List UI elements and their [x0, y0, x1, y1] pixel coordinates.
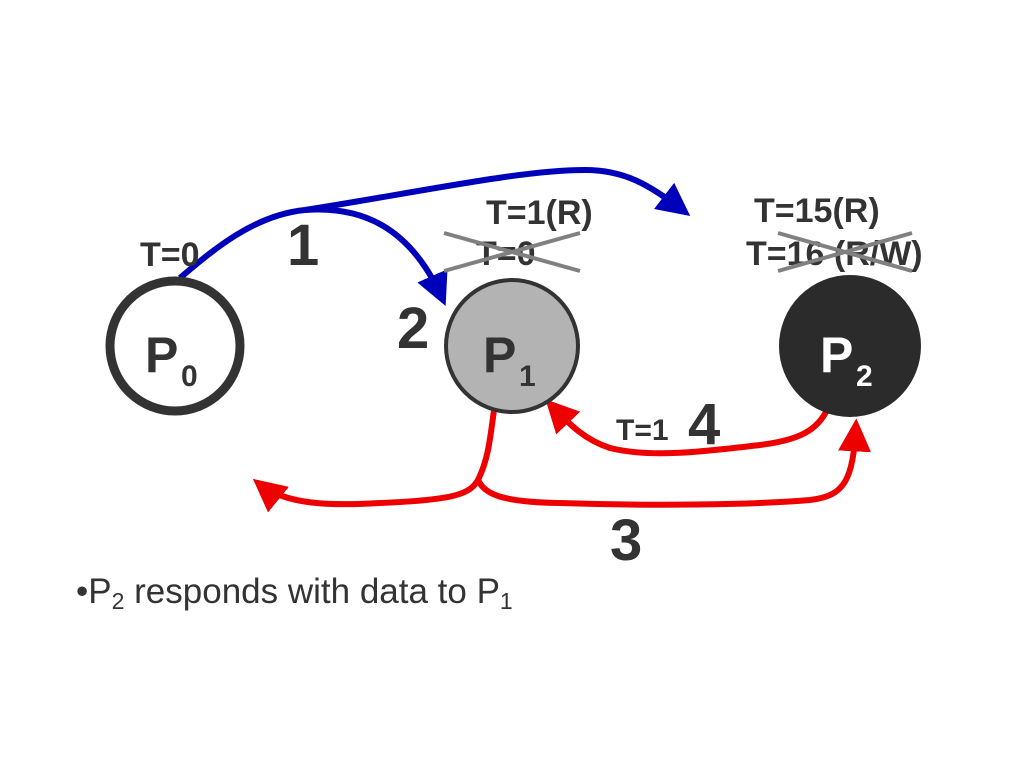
- arrow-p0-request-to-p1: [304, 206, 448, 307]
- node-p0-circle: [105, 276, 245, 416]
- node-p0-name: P: [145, 327, 178, 383]
- node-p1-name: P: [483, 327, 516, 383]
- step-3-label: 3: [610, 508, 642, 573]
- node-p0: P 0: [105, 276, 245, 416]
- node-p1-subscript: 1: [519, 360, 536, 393]
- caption-part-middle: responds with data to P: [124, 572, 500, 611]
- step-4-label: 4: [688, 392, 720, 457]
- node-p1-circle: [444, 278, 580, 414]
- arrow-p0-broadcast-to-p2: [178, 166, 691, 281]
- node-p2: P 2: [779, 275, 921, 417]
- node-p0-subscript: 0: [181, 360, 198, 393]
- step-1-label: 1: [287, 213, 319, 278]
- arrow-p1-to-p2: [475, 418, 872, 508]
- caption-subscript-1: 1: [499, 588, 513, 614]
- node-p1: P 1: [444, 278, 580, 414]
- step-2-label: 2: [397, 296, 429, 361]
- arrow-p1-to-left: [252, 409, 497, 513]
- strike-p2-old-time: [777, 231, 913, 273]
- bullet-mark: •: [76, 572, 89, 611]
- caption-part-p: P: [88, 572, 112, 611]
- label-p2-time-current: T=15(R): [754, 192, 880, 230]
- node-p2-circle: [779, 275, 921, 417]
- label-p1-time-current: T=1(R): [486, 194, 593, 232]
- caption-bullet-text: •P2 responds with data to P1: [76, 572, 513, 614]
- node-p2-subscript: 2: [856, 360, 873, 393]
- arrow-p2-reply-to-p1: [545, 399, 831, 457]
- strike-p1-old-time: [443, 231, 581, 273]
- caption-subscript-2: 2: [111, 588, 125, 614]
- node-p2-name: P: [820, 327, 853, 383]
- label-p0-time: T=0: [140, 236, 200, 274]
- label-reply-time: T=1: [616, 414, 669, 447]
